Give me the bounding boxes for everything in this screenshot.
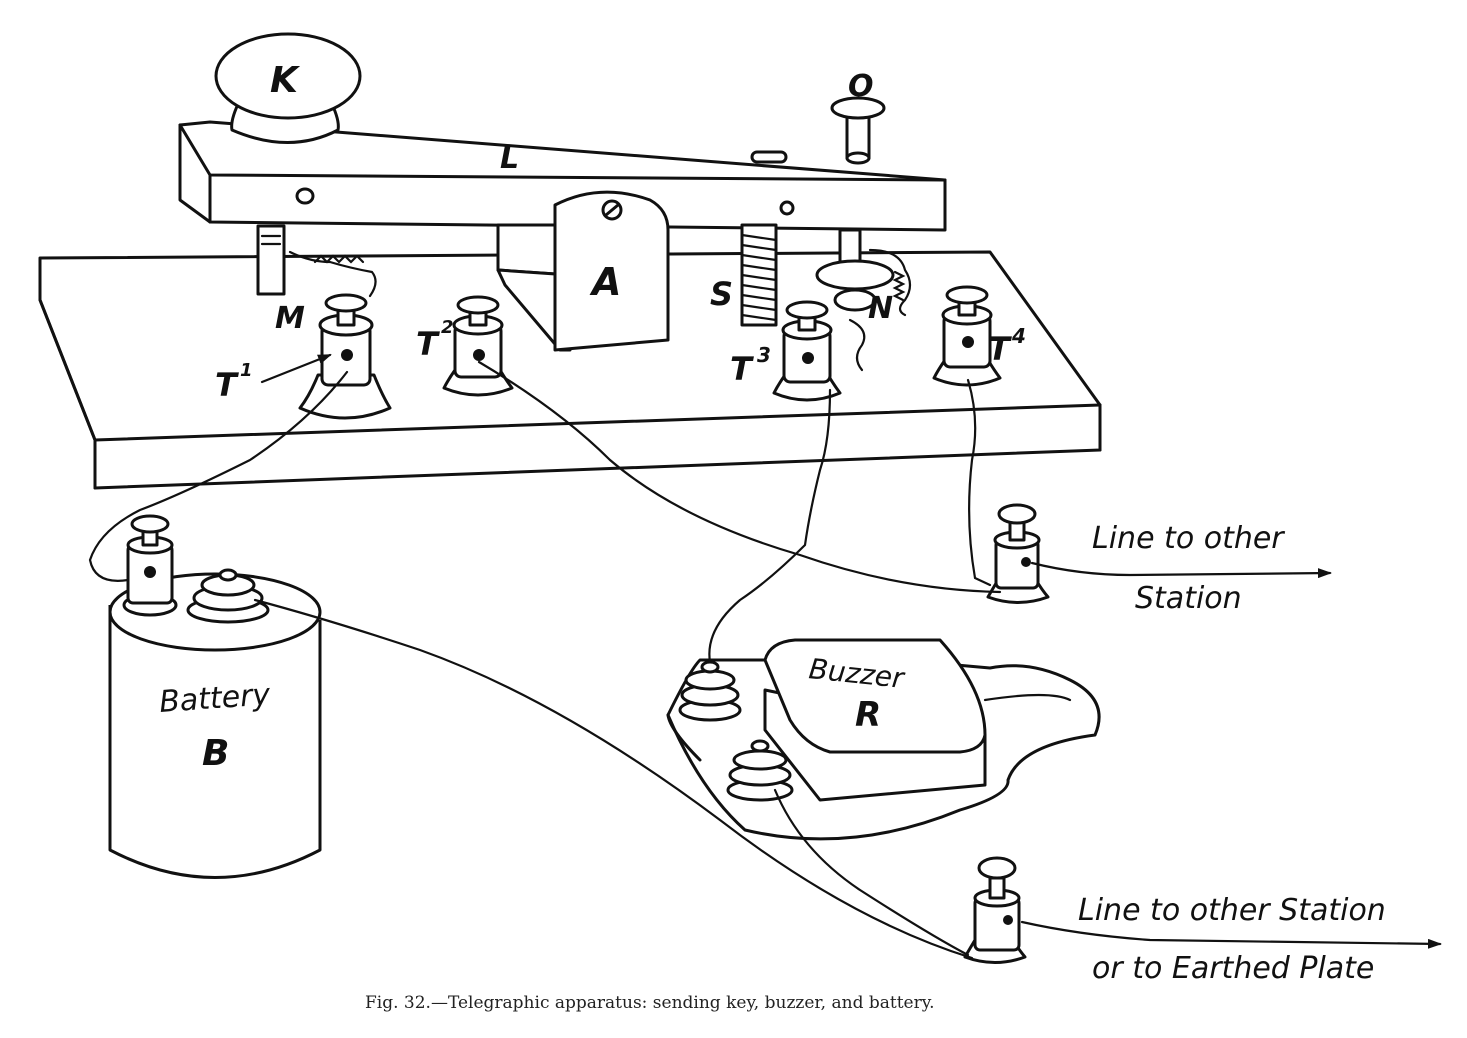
contact-point-n	[815, 228, 912, 372]
line-terminal-top	[986, 503, 1050, 604]
label-k: K	[270, 60, 301, 101]
label-t4-sup: 4	[1011, 324, 1026, 348]
pivot-bracket	[496, 190, 670, 352]
terminal-t3	[772, 300, 842, 402]
label-t1-sup: 1	[240, 360, 253, 381]
line-top-label-1: Line to other	[1092, 521, 1285, 556]
terminal-t2	[442, 295, 514, 397]
battery-letter: B	[202, 733, 229, 774]
label-t4: T	[988, 330, 1012, 368]
battery	[108, 514, 322, 879]
line-top-label-2: Station	[1135, 581, 1242, 616]
wiring	[88, 353, 1442, 960]
label-a: A	[589, 260, 621, 304]
label-t2: T	[416, 325, 440, 363]
spring	[740, 223, 778, 327]
adjusting-screw	[830, 96, 886, 165]
figure-caption: Fig. 32.—Telegraphic apparatus: sending …	[365, 993, 934, 1013]
pivot-screw-icon	[295, 187, 315, 205]
label-t3: T	[730, 350, 754, 388]
label-t3-sup: 3	[757, 343, 771, 367]
battery-label: Battery	[158, 677, 272, 720]
label-m: M	[275, 301, 305, 336]
line-bottom-label-1: Line to other Station	[1078, 893, 1386, 928]
line-bottom-label-2: or to Earthed Plate	[1092, 951, 1374, 986]
label-s: S	[710, 275, 733, 313]
label-t2-sup: 2	[441, 317, 454, 338]
terminal-t1	[298, 293, 392, 420]
label-l: L	[500, 141, 519, 176]
key-knob	[214, 32, 362, 144]
label-n: N	[868, 291, 893, 326]
label-t1: T	[215, 366, 239, 404]
key-lever	[178, 120, 947, 232]
contact-post-m	[256, 224, 377, 298]
line-terminal-bottom	[963, 856, 1027, 964]
label-o: O	[848, 69, 874, 104]
terminal-t4	[932, 285, 1002, 387]
base-board	[38, 250, 1102, 490]
buzzer-letter: R	[855, 695, 881, 735]
